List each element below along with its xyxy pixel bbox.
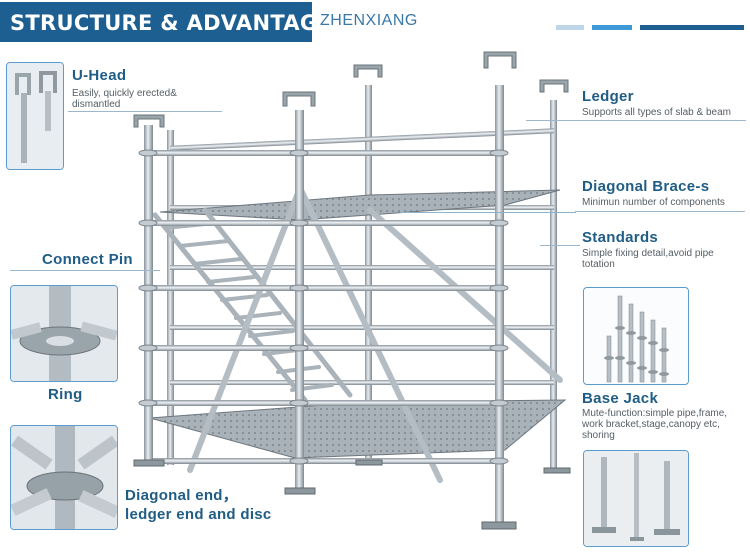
back-standards — [167, 85, 557, 470]
base-jack-description-line1: Mute-function:simple pipe,frame, — [582, 408, 728, 419]
standards-description: Simple fixing detail,avoid pipe totation — [582, 248, 742, 270]
u-head-label: U-Head — [72, 67, 127, 84]
standards-thumbnail — [583, 287, 689, 385]
header-decoration-bar-dark — [640, 25, 744, 30]
connect-pin-label: Connect Pin — [42, 251, 133, 268]
diagonal-brace-leader — [400, 212, 576, 213]
connect-pin-underline — [10, 270, 160, 271]
base-jack-description-line3: shoring — [582, 430, 615, 441]
brand-name: ZHENXIANG — [320, 12, 418, 29]
diagonal-brace-description: Minimun number of components — [582, 197, 725, 208]
u-head-description: Easily, quickly erected& dismantled — [72, 88, 232, 110]
title-badge: STRUCTURE & ADVANTAGE — [0, 2, 332, 42]
u-heads — [133, 51, 569, 128]
diagonal-end-label-line1: Diagonal end， — [125, 487, 239, 504]
u-head-thumbnail — [6, 62, 64, 170]
diagonal-brace-label: Diagonal Brace-s — [582, 178, 710, 195]
ledger-label: Ledger — [582, 88, 634, 105]
diagonal-end-label-line2: ledger end and disc — [125, 506, 272, 523]
rosette-discs — [138, 149, 509, 465]
front-standards — [144, 85, 504, 525]
upper-deck — [159, 189, 561, 221]
base-jack-thumbnail — [583, 450, 689, 547]
base-jack-description-line2: work bracket,stage,canopy etc, — [582, 419, 720, 430]
connector-icon — [11, 426, 117, 529]
standards-icon — [604, 295, 669, 383]
base-jack-label: Base Jack — [582, 390, 659, 407]
diagonal-brace-underline — [575, 211, 745, 212]
page-title: STRUCTURE & ADVANTAGE — [10, 11, 333, 35]
base-jack-description: Mute-function:simple pipe,frame, work br… — [582, 408, 750, 441]
ledger-underline — [526, 120, 746, 121]
base-jack-icon — [584, 451, 688, 546]
u-head-description-line2: dismantled — [72, 99, 121, 110]
header-decoration-bar-light — [556, 25, 584, 30]
scaffold-illustration — [133, 51, 571, 530]
stair-ladder — [152, 207, 353, 403]
ring-thumbnail — [10, 285, 118, 382]
standards-label: Standards — [582, 229, 659, 246]
u-head-underline — [68, 111, 222, 112]
header-decoration-bar-mid — [592, 25, 632, 30]
ring-icon — [11, 286, 117, 381]
front-ledgers — [148, 150, 503, 464]
standards-description-line2: totation — [582, 259, 615, 270]
diagonal-end-label: Diagonal end， ledger end and disc — [125, 486, 272, 524]
u-head-description-line1: Easily, quickly erected& — [72, 88, 177, 99]
diagonal-end-thumbnail — [10, 425, 118, 530]
base-plates — [133, 459, 571, 530]
u-head-icon — [7, 63, 63, 169]
header: STRUCTURE & ADVANTAGE ZHENXIANG — [0, 0, 750, 48]
diagonal-braces — [187, 185, 563, 483]
standards-underline — [540, 245, 580, 246]
ring-label: Ring — [48, 386, 83, 403]
ledger-description: Supports all types of slab & beam — [582, 107, 731, 118]
standards-description-line1: Simple fixing detail,avoid pipe — [582, 248, 714, 259]
